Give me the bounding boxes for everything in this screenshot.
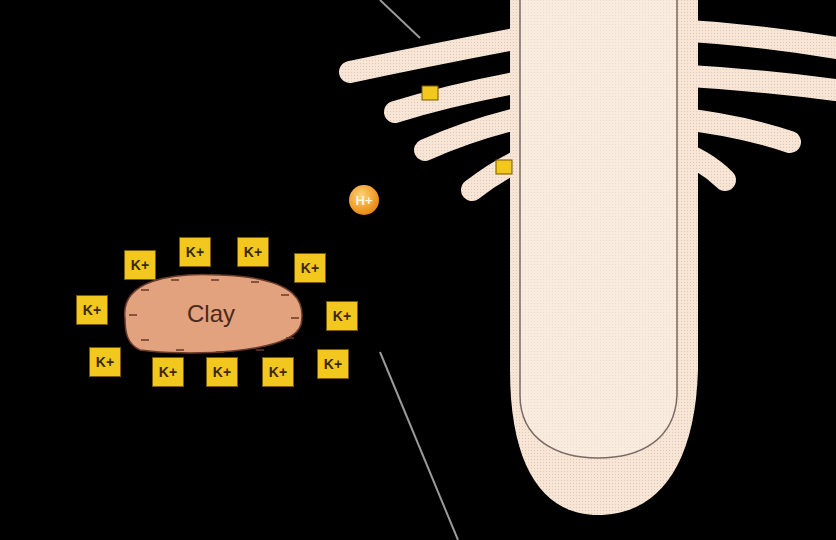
ion-box: K+ — [179, 237, 211, 267]
node-label: K+ — [244, 244, 262, 260]
node-label: K+ — [96, 354, 114, 370]
hydrogen-ion: H+ — [348, 184, 380, 216]
node-label: K+ — [301, 260, 319, 276]
node-label: K+ — [333, 308, 351, 324]
node-label: K+ — [159, 364, 177, 380]
node-label: H+ — [356, 193, 373, 208]
leader-line — [380, 0, 420, 38]
ion-box: K+ — [89, 347, 121, 377]
ion-box: K+ — [294, 253, 326, 283]
root-outline — [520, 0, 677, 458]
root-body — [520, 0, 677, 458]
ion-symbol — [496, 160, 512, 174]
ion-box: K+ — [76, 295, 108, 325]
node-label: Clay — [187, 300, 235, 328]
node-label: K+ — [83, 302, 101, 318]
leader-line — [380, 352, 458, 540]
ion-symbol — [422, 86, 438, 100]
node-label: K+ — [324, 356, 342, 372]
node-label: K+ — [213, 364, 231, 380]
ion-box: K+ — [317, 349, 349, 379]
ion-box: K+ — [152, 357, 184, 387]
root-cap — [510, 0, 698, 515]
ion-box: K+ — [124, 250, 156, 280]
node-label: K+ — [131, 257, 149, 273]
ion-box: K+ — [326, 301, 358, 331]
ion-box: K+ — [237, 237, 269, 267]
node-label: K+ — [269, 364, 287, 380]
node-label: K+ — [186, 244, 204, 260]
ion-box: K+ — [206, 357, 238, 387]
ion-box: K+ — [262, 357, 294, 387]
clay-particle: Clay — [115, 270, 307, 358]
